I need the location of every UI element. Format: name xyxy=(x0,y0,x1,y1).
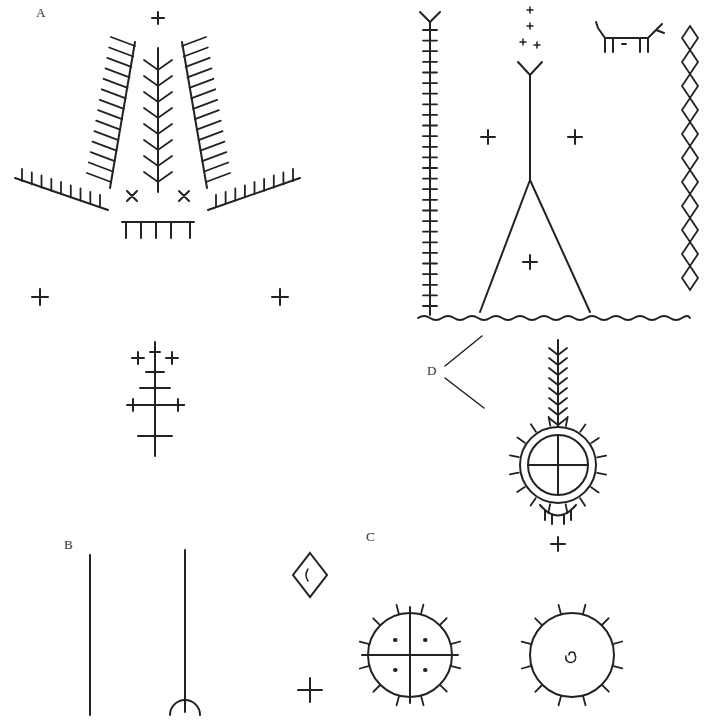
wave-line xyxy=(418,316,690,320)
sun-rays xyxy=(360,605,461,706)
panel-letter: D xyxy=(427,364,436,377)
diamond-chain xyxy=(682,26,698,290)
sun-rays xyxy=(510,417,606,513)
tree-branches xyxy=(549,348,567,425)
line-symbols xyxy=(90,550,327,715)
sun-tree-symbol xyxy=(520,340,596,551)
tree-branches xyxy=(144,60,172,182)
hatch-strip xyxy=(182,37,230,182)
ground-ticks xyxy=(216,169,293,207)
panel-letter: A xyxy=(36,6,45,19)
panel-letter: C xyxy=(366,530,375,543)
triangle-motif xyxy=(420,7,664,408)
sun-symbols xyxy=(362,607,614,703)
ground-ticks xyxy=(22,169,100,207)
tree-motif xyxy=(15,12,300,456)
panel-letter: B xyxy=(64,538,73,551)
sun-rays xyxy=(522,605,623,706)
ladder-ticks xyxy=(423,30,437,306)
hatch-strip xyxy=(87,37,135,182)
dots xyxy=(395,640,426,670)
